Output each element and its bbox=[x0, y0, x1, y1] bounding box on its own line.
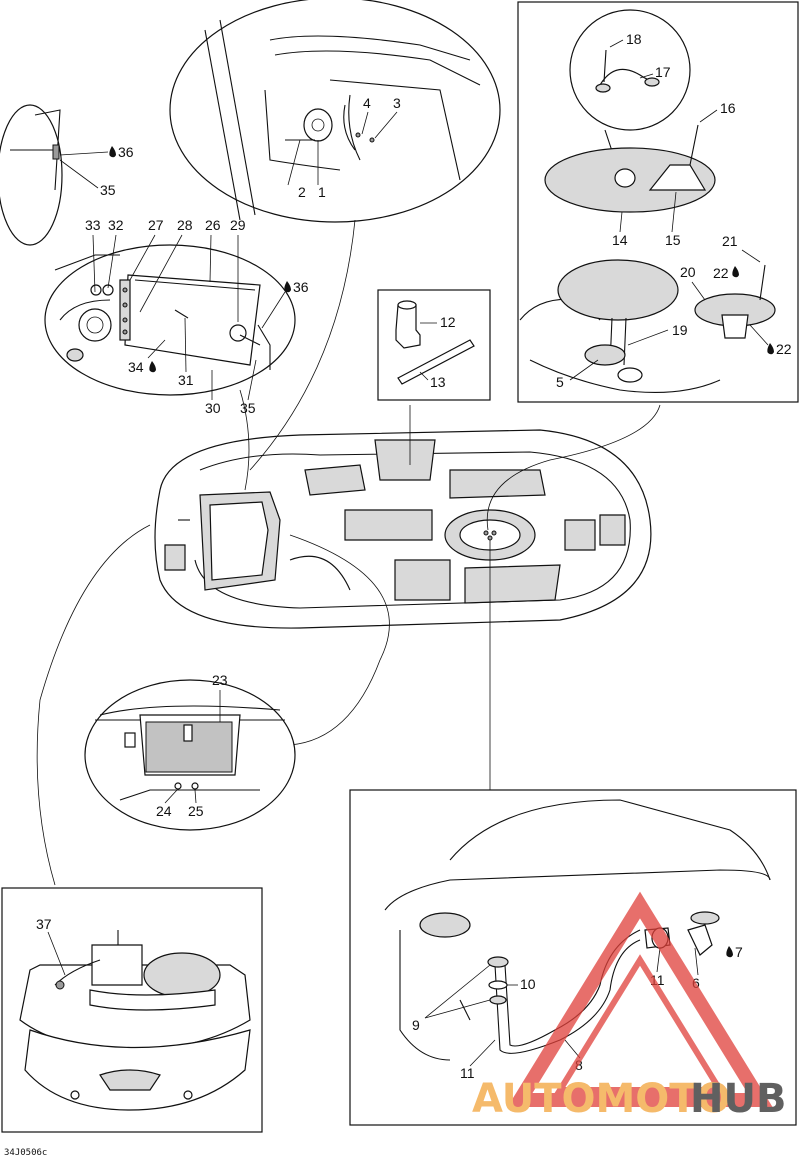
detail-rear-view: 37 bbox=[1, 887, 263, 1133]
callout-10: 10 bbox=[520, 976, 536, 992]
callout-22a: 22 bbox=[713, 265, 729, 281]
callout-11b: 11 bbox=[460, 1065, 475, 1081]
detail-storage-net: 23 24 25 bbox=[84, 672, 296, 831]
callout-23: 23 bbox=[212, 672, 228, 688]
callout-29: 29 bbox=[230, 217, 246, 233]
detail-drain-hose: 10 9 11 11 6 7 8 bbox=[349, 789, 797, 1126]
callout-25: 25 bbox=[188, 803, 204, 819]
callout-34: 34 bbox=[128, 359, 144, 375]
callout-32: 32 bbox=[108, 217, 124, 233]
callout-35b: 35 bbox=[240, 400, 256, 416]
callout-12: 12 bbox=[440, 314, 456, 330]
callout-8: 8 bbox=[575, 1057, 583, 1073]
callout-20: 20 bbox=[680, 264, 696, 280]
callout-2: 2 bbox=[298, 184, 306, 200]
watermark-text-1: AUTOMOTO bbox=[472, 1076, 731, 1122]
detail-storage-lock: 2 1 4 3 bbox=[169, 0, 501, 223]
callout-28: 28 bbox=[177, 217, 193, 233]
hull-top-view bbox=[154, 429, 652, 629]
detail-tools: 12 13 bbox=[377, 289, 491, 401]
callout-3: 3 bbox=[393, 95, 401, 111]
callout-26: 26 bbox=[205, 217, 221, 233]
callout-21: 21 bbox=[722, 233, 738, 249]
callout-24: 24 bbox=[156, 803, 172, 819]
callout-7: 7 bbox=[735, 944, 743, 960]
watermark-text-2: HUB bbox=[690, 1076, 786, 1122]
callout-36b: 36 bbox=[293, 279, 309, 295]
callout-18: 18 bbox=[626, 31, 642, 47]
callout-17: 17 bbox=[655, 64, 671, 80]
callout-27: 27 bbox=[148, 217, 164, 233]
leader-lines bbox=[36, 219, 661, 886]
callout-9: 9 bbox=[412, 1017, 420, 1033]
diagram-code: 34J0506c bbox=[4, 1148, 47, 1158]
detail-glovebox-cover: 36 35 33 32 27 28 26 29 36 34 31 3 bbox=[0, 104, 309, 416]
callout-5: 5 bbox=[556, 374, 564, 390]
watermark-logo: AUTOMOTO HUB bbox=[472, 891, 786, 1122]
callout-1: 1 bbox=[318, 184, 326, 200]
callout-36a: 36 bbox=[118, 144, 134, 160]
callout-13: 13 bbox=[430, 374, 446, 390]
callout-35a: 35 bbox=[100, 182, 116, 198]
callout-22b: 22 bbox=[776, 341, 792, 357]
callout-37: 37 bbox=[36, 916, 52, 932]
callout-16: 16 bbox=[720, 100, 736, 116]
callout-14: 14 bbox=[612, 232, 628, 248]
callout-31: 31 bbox=[178, 372, 194, 388]
callout-15: 15 bbox=[665, 232, 681, 248]
callout-33: 33 bbox=[85, 217, 101, 233]
detail-seat-table: 18 17 16 14 15 21 20 22 22 19 5 bbox=[517, 1, 799, 403]
callout-19: 19 bbox=[672, 322, 688, 338]
callout-4: 4 bbox=[363, 95, 371, 111]
callout-30: 30 bbox=[205, 400, 221, 416]
